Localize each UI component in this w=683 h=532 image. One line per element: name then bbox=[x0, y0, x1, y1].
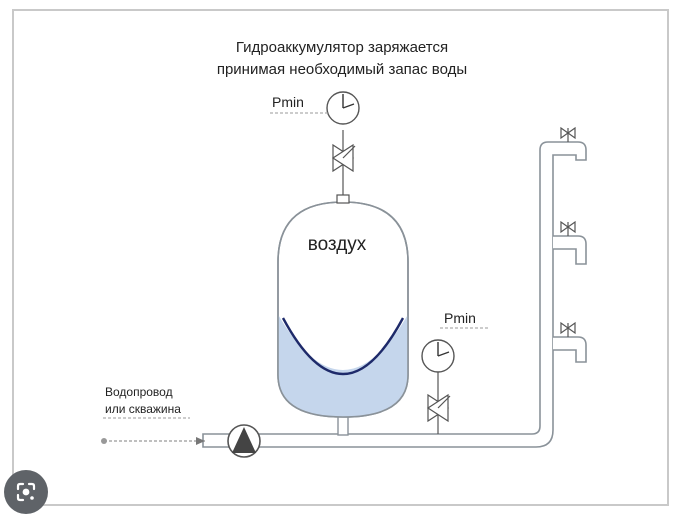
source-inlet-dot bbox=[101, 438, 107, 444]
main-pipe bbox=[202, 141, 587, 448]
pump-icon bbox=[227, 424, 261, 458]
google-lens-icon bbox=[16, 482, 36, 502]
source-inlet-arrow-icon bbox=[196, 437, 205, 445]
tank-air-label: воздух bbox=[308, 234, 367, 255]
tank-top-nozzle bbox=[336, 194, 350, 204]
bottom-valve-icon bbox=[426, 393, 451, 423]
diagram-title-line-2: принимая необходимый запас воды bbox=[217, 61, 467, 78]
faucet-valve-icon-bottom bbox=[560, 321, 576, 337]
diagram-frame bbox=[12, 9, 669, 506]
tank-water bbox=[278, 300, 408, 417]
tank-leg bbox=[337, 415, 349, 436]
faucet-branch-middle bbox=[553, 235, 587, 265]
faucet-valve-icon-middle bbox=[560, 220, 576, 236]
faucet-valve-icon-top bbox=[560, 126, 576, 142]
faucet-branch-bottom bbox=[553, 336, 587, 363]
diagram-title-line-1: Гидроаккумулятор заряжается bbox=[236, 39, 448, 56]
top-pressure-gauge-icon bbox=[326, 91, 360, 125]
tank-membrane bbox=[281, 317, 405, 375]
bottom-gauge-label: Pmin bbox=[444, 310, 476, 326]
top-valve-icon bbox=[331, 143, 356, 173]
source-label-line-2: или скважина bbox=[105, 402, 181, 416]
top-gauge-label: Pmin bbox=[272, 94, 304, 110]
google-lens-button[interactable] bbox=[4, 470, 48, 514]
bottom-pressure-gauge-icon bbox=[421, 339, 455, 373]
source-label-line-1: Водопровод bbox=[105, 385, 173, 399]
accumulator-tank bbox=[277, 201, 409, 418]
